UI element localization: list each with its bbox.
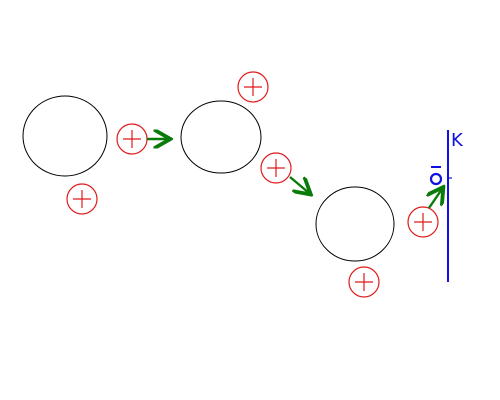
positive-charge-4	[260, 152, 292, 184]
arrow-3	[429, 189, 442, 209]
positive-charge-3	[237, 71, 269, 103]
positive-charge-2	[116, 123, 148, 155]
electron-icon	[429, 166, 443, 186]
arrow-2	[289, 176, 309, 193]
positive-charge-6	[407, 206, 439, 238]
electrode-label: K	[451, 130, 464, 151]
positive-charge-1	[66, 183, 98, 215]
sphere-2	[180, 100, 262, 174]
sphere-3	[315, 186, 395, 262]
positive-charge-5	[348, 266, 380, 298]
sphere-1	[22, 95, 108, 177]
